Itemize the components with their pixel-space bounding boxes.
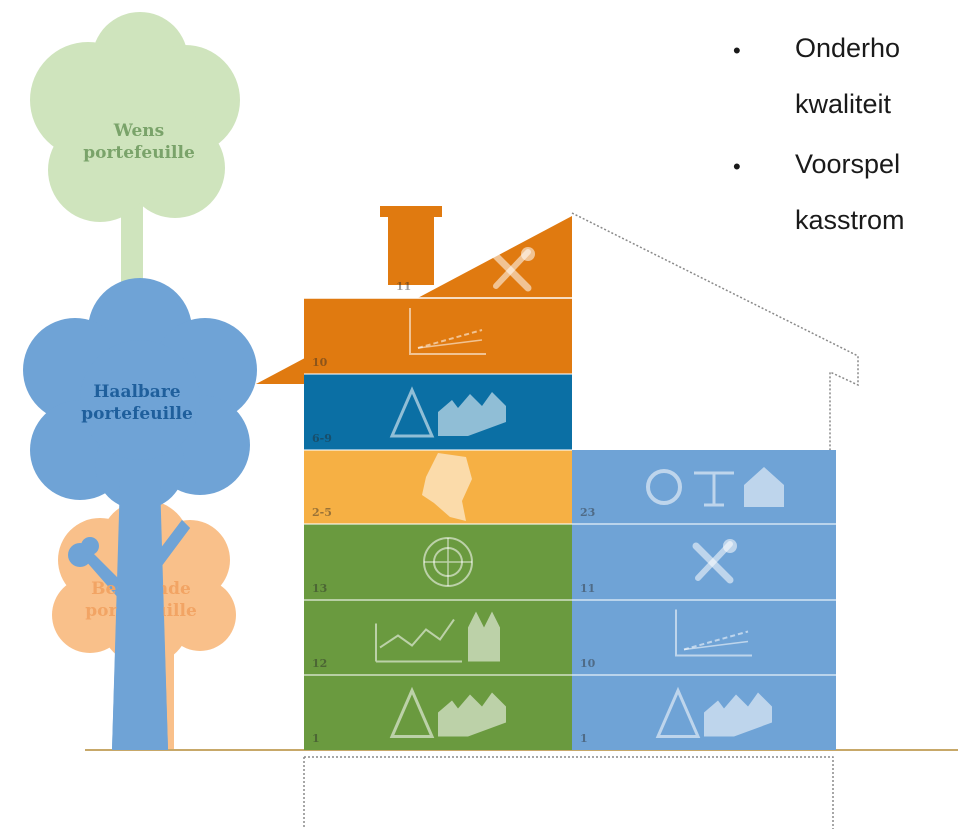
- bestaande-portfolio-label: Bestaande portefeuille: [66, 578, 216, 622]
- finance-scales-house-icon: [646, 467, 784, 507]
- skyline-church-icon: [375, 611, 500, 663]
- bullet-1-line2: kwaliteit: [795, 89, 892, 119]
- triangle-houses-icon: [389, 386, 506, 438]
- right-floor-1-number: 23: [580, 506, 596, 519]
- netherlands-map-icon: [422, 453, 472, 521]
- left-floor-1-number: 11: [396, 280, 412, 293]
- tools-icon: [490, 247, 535, 292]
- triangle-houses-icon: [655, 686, 772, 738]
- trend-chart-icon: [409, 308, 486, 355]
- bullet-2-line1: Voorspel: [795, 149, 901, 179]
- haalbare-label-line2: portefeuille: [81, 404, 193, 424]
- right-floor-2: [572, 524, 836, 600]
- haalbare-portfolio-label: Haalbare portefeuille: [62, 381, 212, 425]
- haalbare-tree: [23, 278, 257, 750]
- right-floor-3: [572, 600, 836, 675]
- bullet-2-line2: kasstrom: [795, 205, 905, 235]
- right-floor-1: [572, 450, 836, 524]
- wens-label-line1: Wens: [113, 121, 165, 141]
- bestaande-label-line1: Bestaande: [91, 579, 191, 599]
- right-floor-4-number: 1: [580, 732, 588, 745]
- right-floor-3-number: 10: [580, 657, 596, 670]
- left-floor-4-number: 2-5: [312, 506, 332, 519]
- radar-icon: [423, 537, 473, 587]
- wens-label-line2: portefeuille: [83, 143, 195, 163]
- left-floor-3-number: 6-9: [312, 432, 332, 445]
- bullet-dot-2: •: [733, 154, 741, 179]
- left-floor-6-number: 12: [312, 657, 328, 670]
- left-floor-2: [304, 298, 572, 374]
- left-floor-2-number: 10: [312, 356, 328, 369]
- bullet-1-line1: Onderho: [795, 33, 901, 63]
- wens-portfolio-label: Wens portefeuille: [64, 120, 214, 164]
- bestaande-label-line2: portefeuille: [85, 601, 197, 621]
- house-outline-dotted: [303, 212, 859, 829]
- right-floor-2-number: 11: [580, 582, 596, 595]
- tools-icon: [692, 539, 737, 584]
- left-floor-7-number: 1: [312, 732, 320, 745]
- bullet-dot-1: •: [733, 38, 741, 63]
- left-floor-5-number: 13: [312, 582, 328, 595]
- trend-chart-icon: [675, 609, 752, 657]
- triangle-houses-icon: [389, 686, 506, 738]
- haalbare-label-line1: Haalbare: [93, 382, 181, 402]
